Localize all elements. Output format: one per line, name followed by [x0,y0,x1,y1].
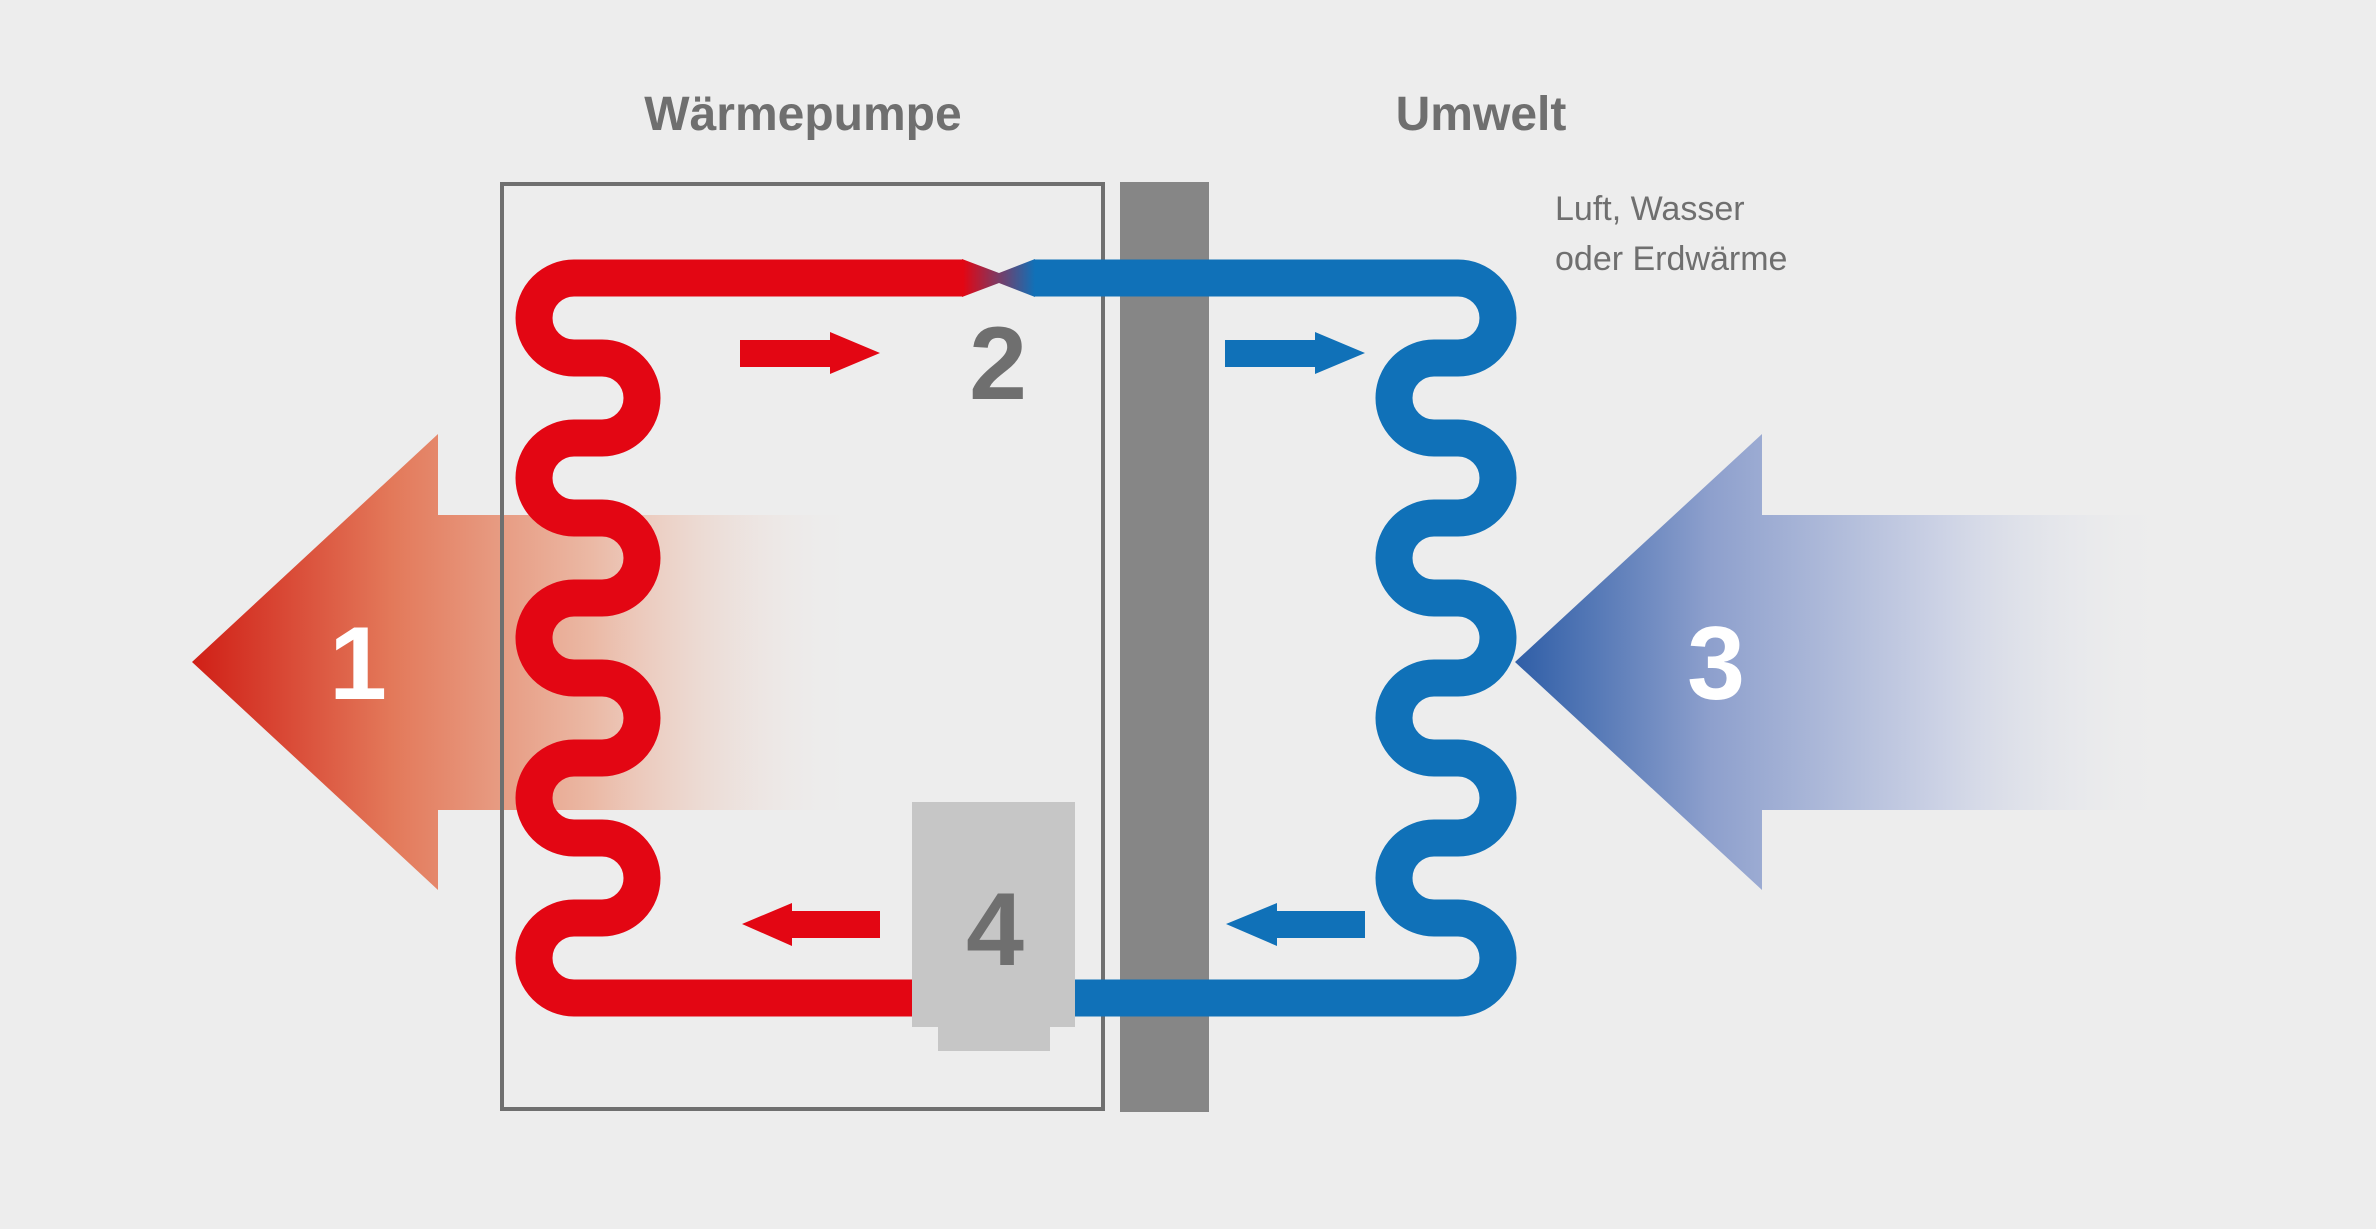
flow-arrow-left-icon [742,903,880,946]
heat-pump-title: Wärmepumpe [644,88,961,141]
evaporator-coil [1035,259,1517,1017]
heat-input-arrow [1515,434,2170,890]
heat-source-label-line2: oder Erdwärme [1555,240,1787,278]
compressor [912,802,1075,1027]
expansion-valve-icon [962,259,1035,297]
flow-arrow-left-icon [1226,903,1365,946]
condenser-coil [515,259,962,1017]
heat-source-label-line1: Luft, Wasser [1555,190,1745,228]
wall [1120,182,1209,1112]
environment-title: Umwelt [1396,88,1567,141]
step-marker-3: 3 [1687,606,1745,722]
step-marker-1: 1 [329,606,387,722]
flow-arrow-right-icon [740,332,880,374]
step-marker-4: 4 [966,872,1024,988]
step-marker-2: 2 [969,306,1027,422]
flow-arrow-right-icon [1225,332,1365,374]
heat-pump-housing [500,182,1105,1111]
